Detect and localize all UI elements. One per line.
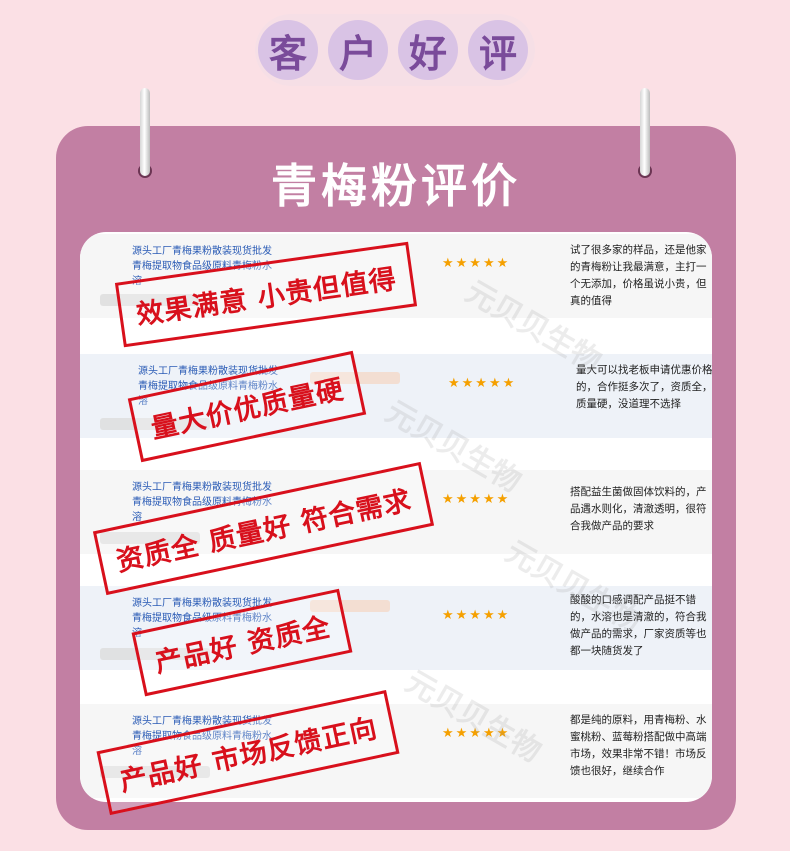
rating-stars: ★★★★★ — [442, 256, 511, 271]
rating-stars: ★★★★★ — [448, 376, 517, 391]
product-line: 溶 — [132, 628, 142, 639]
blurred-text — [310, 600, 390, 612]
header-char-1: 客 — [258, 20, 318, 80]
product-title: 源头工厂青梅果粉散装现货批发 青梅提取物食品级原料青梅粉水 溶 — [138, 364, 308, 409]
review-panel: 源头工厂青梅果粉散装现货批发 青梅提取物食品级原料青梅粉水 溶 ★★★★★ 试了… — [80, 232, 712, 802]
review-row: 源头工厂青梅果粉散装现货批发 青梅提取物食品级原料青梅粉水 溶 ★★★★★ 量大… — [80, 354, 712, 438]
rating-stars: ★★★★★ — [442, 608, 511, 623]
product-line: 溶 — [132, 276, 142, 287]
product-line: 源头工厂青梅果粉散装现货批发 — [132, 246, 272, 257]
product-title: 源头工厂青梅果粉散装现货批发 青梅提取物食品级原料青梅粉水 溶 — [132, 480, 302, 525]
blurred-text — [310, 372, 400, 384]
review-row: 源头工厂青梅果粉散装现货批发 青梅提取物食品级原料青梅粉水 溶 ★★★★★ 试了… — [80, 234, 712, 318]
blurred-text — [100, 648, 210, 660]
product-line: 溶 — [132, 746, 142, 757]
product-line: 源头工厂青梅果粉散装现货批发 — [132, 482, 272, 493]
product-line: 源头工厂青梅果粉散装现货批发 — [132, 716, 272, 727]
blurred-text — [100, 418, 210, 430]
blurred-text — [100, 532, 200, 544]
product-line: 青梅提取物食品级原料青梅粉水 — [132, 497, 272, 508]
product-title: 源头工厂青梅果粉散装现货批发 青梅提取物食品级原料青梅粉水 溶 — [132, 714, 302, 759]
ring-left — [140, 88, 150, 176]
header-char-3: 好 — [398, 20, 458, 80]
header-char-4: 评 — [468, 20, 528, 80]
product-line: 溶 — [132, 512, 142, 523]
board-title: 青梅粉评价 — [271, 159, 521, 213]
rating-stars: ★★★★★ — [442, 726, 511, 741]
header-char-2: 户 — [328, 20, 388, 80]
product-line: 源头工厂青梅果粉散装现货批发 — [132, 598, 272, 609]
blurred-text — [100, 294, 200, 306]
product-line: 青梅提取物食品级原料青梅粉水 — [138, 381, 278, 392]
review-row: 源头工厂青梅果粉散装现货批发 青梅提取物食品级原料青梅粉水 溶 ★★★★★ 酸酸… — [80, 586, 712, 670]
product-line: 青梅提取物食品级原料青梅粉水 — [132, 731, 272, 742]
review-comment: 搭配益生菌做固体饮料的，产品遇水则化，清澈透明，很符合我做产品的要求 — [570, 486, 707, 532]
review-row: 源头工厂青梅果粉散装现货批发 青梅提取物食品级原料青梅粉水 溶 ★★★★★ 都是… — [80, 704, 712, 798]
review-row: 源头工厂青梅果粉散装现货批发 青梅提取物食品级原料青梅粉水 溶 ★★★★★ 搭配… — [80, 470, 712, 554]
rating-stars: ★★★★★ — [442, 492, 511, 507]
review-comment: 量大可以找老板申请优惠价格的，合作挺多次了，资质全，质量硬，没道理不选择 — [576, 364, 712, 410]
review-comment: 酸酸的口感调配产品挺不错的，水溶也是清澈的，符合我做产品的需求，厂家资质等也都一… — [570, 594, 707, 657]
product-line: 青梅提取物食品级原料青梅粉水 — [132, 613, 272, 624]
product-title: 源头工厂青梅果粉散装现货批发 青梅提取物食品级原料青梅粉水 溶 — [132, 596, 302, 641]
product-title: 源头工厂青梅果粉散装现货批发 青梅提取物食品级原料青梅粉水 溶 — [132, 244, 302, 289]
review-comment: 都是纯的原料，用青梅粉、水蜜桃粉、蓝莓粉搭配做中高端市场，效果非常不错！市场反馈… — [570, 714, 707, 777]
product-line: 溶 — [138, 396, 148, 407]
blurred-text — [100, 766, 210, 778]
product-line: 源头工厂青梅果粉散装现货批发 — [138, 366, 278, 377]
ring-right — [640, 88, 650, 176]
product-line: 青梅提取物食品级原料青梅粉水 — [132, 261, 272, 272]
review-comment: 试了很多家的样品，还是他家的青梅粉让我最满意，主打一个无添加，价格虽说小贵，但真… — [570, 244, 707, 307]
